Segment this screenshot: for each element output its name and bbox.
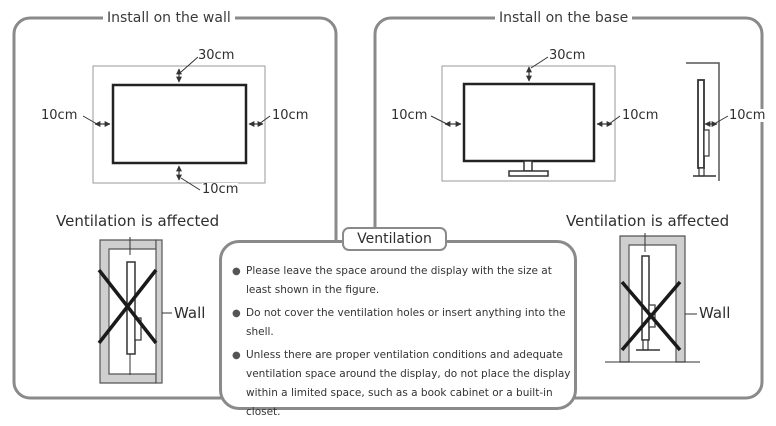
base-clearance-figure <box>430 56 621 182</box>
bullet-icon: ● <box>232 350 241 361</box>
base-left-gap-label: 10cm <box>391 108 428 123</box>
ventilation-title: Ventilation <box>342 227 447 251</box>
list-item-text: Do not cover the ventilation holes or in… <box>246 307 566 338</box>
list-item: ● Do not cover the ventilation holes or i… <box>232 304 577 342</box>
list-item: ● Please leave the space around the displ… <box>232 262 577 300</box>
wall-label-right: Wall <box>699 304 731 322</box>
wall-blocked-figure <box>97 237 172 384</box>
wall-mount-clearance-figure <box>82 56 271 191</box>
base-blocked-figure <box>605 233 700 363</box>
wall-right-gap-label: 10cm <box>272 108 309 123</box>
list-item-text: Unless there are proper ventilation cond… <box>246 349 571 418</box>
ventilation-info-box <box>219 240 577 410</box>
base-right-gap-label: 10cm <box>622 108 659 123</box>
list-item: ● Unless there are proper ventilation con… <box>232 346 577 422</box>
wall-label-left: Wall <box>174 304 206 322</box>
base-top-gap-label: 30cm <box>549 48 586 63</box>
base-panel-title: Install on the base <box>495 11 633 25</box>
base-side-gap-label: 10cm <box>729 108 766 123</box>
wall-panel-title: Install on the wall <box>103 11 235 25</box>
wall-warning-label: Ventilation is affected <box>56 212 220 230</box>
wall-bottom-gap-label: 10cm <box>202 182 239 197</box>
base-side-view-figure <box>686 62 729 181</box>
bullet-icon: ● <box>232 308 241 319</box>
list-item-text: Please leave the space around the displa… <box>246 265 552 296</box>
wall-top-gap-label: 30cm <box>198 48 235 63</box>
ventilation-list: ● Please leave the space around the displ… <box>232 262 577 426</box>
base-warning-label: Ventilation is affected <box>566 212 730 230</box>
wall-left-gap-label: 10cm <box>41 108 78 123</box>
bullet-icon: ● <box>232 266 241 277</box>
